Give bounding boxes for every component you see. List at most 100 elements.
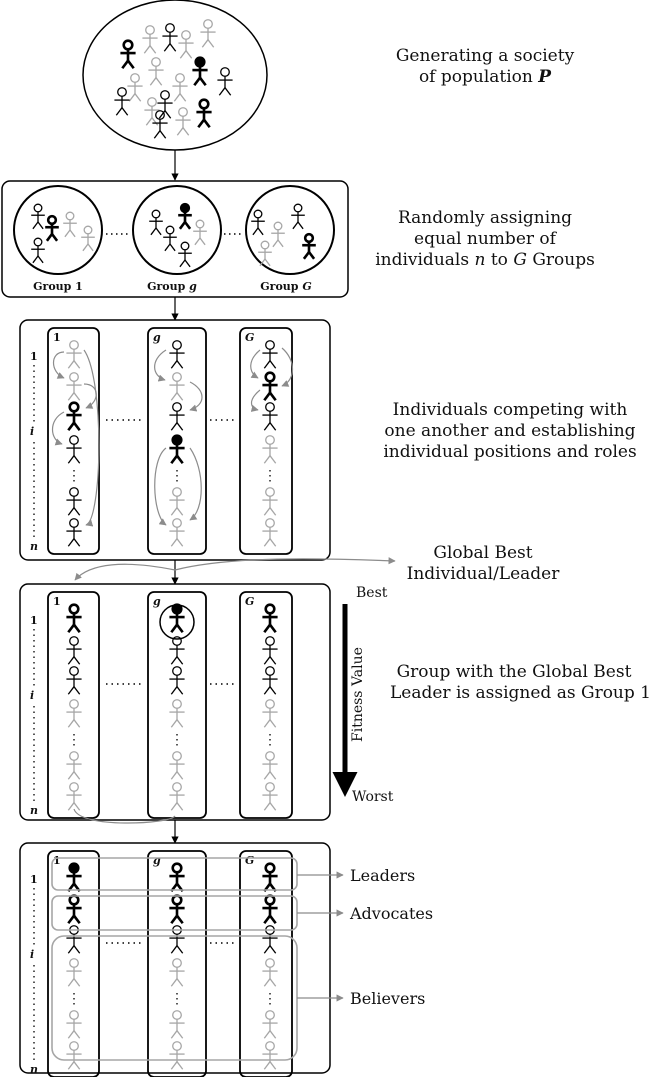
roles-panel-individual-icon (169, 958, 185, 987)
compete-panel-individual-icon (262, 402, 278, 431)
group-g-circle (132, 185, 222, 275)
competition-arrow (52, 351, 65, 379)
society-individual-icon (217, 67, 233, 96)
competition-arrow (250, 349, 261, 379)
society-individual-icon (127, 73, 143, 102)
compete-panel-column-label: G (245, 331, 254, 344)
society-individual-icon (114, 87, 130, 116)
caption-compete: Individuals competing with one another a… (382, 400, 638, 463)
ranked-panel-column-label: G (245, 595, 254, 608)
role-arrows (297, 871, 344, 1002)
group-individual-icon (271, 221, 285, 248)
roles-panel-individual-icon (262, 958, 278, 987)
roles-panel-individual-icon (262, 1010, 278, 1039)
compete-panel-individual-icon (262, 487, 278, 516)
ranked-panel-individual-icon (66, 699, 82, 728)
compete-panel-individual-icon (66, 435, 82, 464)
caption-assign-line3: individuals n to G Groups (375, 250, 595, 270)
compete-panel-individual-icon (66, 518, 82, 547)
caption-group1-line2: Leader is assigned as Group 1 (390, 683, 651, 703)
swap-arrow (73, 808, 176, 824)
group-individual-icon (178, 241, 192, 268)
roles-panel-individual-icon (66, 894, 82, 925)
ranked-panel-individual-icon (262, 666, 278, 695)
group-individual-icon (251, 209, 265, 236)
compete-panel-individual-icon (66, 487, 82, 516)
compete-panel-individual-icon (262, 371, 278, 402)
roles-panel-column (147, 850, 207, 1077)
ranked-panel-individual-icon (66, 751, 82, 780)
society-individual-icon (144, 97, 160, 126)
leaders-band (51, 857, 298, 891)
group-individual-icon (258, 240, 272, 267)
compete-panel-individual-icon (262, 435, 278, 464)
group-individual-icon (178, 202, 192, 230)
ranked-panel-frame (19, 583, 331, 821)
roles-panel-row-label: 1 (30, 873, 38, 886)
ranked-panel-individual-icon (262, 603, 278, 634)
roles-panel-individual-icon (169, 894, 185, 925)
global-best-arrows (74, 557, 396, 585)
group-G-label: Group G (260, 280, 311, 293)
roles-panel-column-label: G (245, 854, 254, 867)
caption-compete-line2: one another and establishing (384, 421, 636, 441)
compete-panel-individual-icon (66, 401, 82, 432)
group-g-label: Group g (147, 280, 197, 293)
group-individual-icon (45, 214, 59, 242)
competition-arrow (189, 381, 203, 412)
caption-society-line2: of population P (418, 67, 552, 87)
ranked-panel-column-label: g (153, 595, 161, 608)
roles-panel-row-label: n (30, 1063, 38, 1076)
ranked-panel-individual-icon (169, 636, 185, 665)
roles-panel-individual-icon (66, 1010, 82, 1039)
roles-panel-individual-icon (66, 1041, 82, 1070)
compete-panel-column-label: g (153, 331, 161, 344)
ranked-panel-row-label: n (30, 804, 38, 817)
competition-arrow (154, 447, 167, 526)
caption-group1: Group with the Global Best Leader is ass… (390, 662, 651, 704)
group-individuals (31, 202, 316, 268)
ranked-panel-individual-icon (169, 603, 185, 634)
roles-panel-individual-icon (262, 894, 278, 925)
compete-panel-row-label: 1 (30, 350, 38, 363)
ranked-panel-column-label: 1 (53, 595, 61, 608)
society-individual-icon (152, 110, 168, 139)
ranked-panel-individual-icon (66, 636, 82, 665)
competition-arrow (250, 389, 261, 412)
society-individual-icon (148, 57, 164, 86)
society-individual-icon (162, 23, 178, 52)
ranked-panel-individual-icon (169, 699, 185, 728)
group-individual-icon (291, 203, 305, 230)
group-individual-icon (63, 211, 77, 238)
caption-compete-line3: individual positions and roles (383, 442, 637, 462)
society-individuals (114, 19, 233, 139)
compete-panel-individual-icon (262, 340, 278, 369)
competition-arrow (154, 349, 167, 382)
group-G-circle (245, 185, 335, 275)
caption-assign: Randomly assigning equal number of indiv… (370, 208, 600, 271)
ranked-panel-individual-icon (262, 751, 278, 780)
ranked-panel-individual-icon (169, 751, 185, 780)
roles-panel-row-label: i (30, 948, 34, 961)
believers-label: Believers (350, 989, 426, 1008)
roles-panel-individual-icon (66, 958, 82, 987)
fitness-axis-label: Fitness Value (350, 647, 366, 742)
compete-panel-individual-icon (169, 487, 185, 516)
caption-group1-line1: Group with the Global Best (396, 662, 632, 682)
fitness-axis: Best Worst Fitness Value (332, 585, 394, 805)
society-individual-icon (175, 107, 191, 136)
compete-panel-individual-icon (66, 372, 82, 401)
group-1-label: Group 1 (33, 280, 83, 293)
roles-panel-column-label: 1 (53, 854, 61, 867)
society-individual-icon (142, 25, 158, 54)
group-individual-icon (163, 225, 177, 252)
compete-panel-individual-icon (169, 340, 185, 369)
global-best-highlight (159, 604, 195, 640)
fitness-worst-label: Worst (352, 789, 394, 805)
roles-panel-individual-icon (66, 862, 82, 893)
fitness-best-label: Best (356, 585, 388, 601)
ranked-panel-column (47, 591, 100, 819)
group-individual-icon (193, 219, 207, 246)
